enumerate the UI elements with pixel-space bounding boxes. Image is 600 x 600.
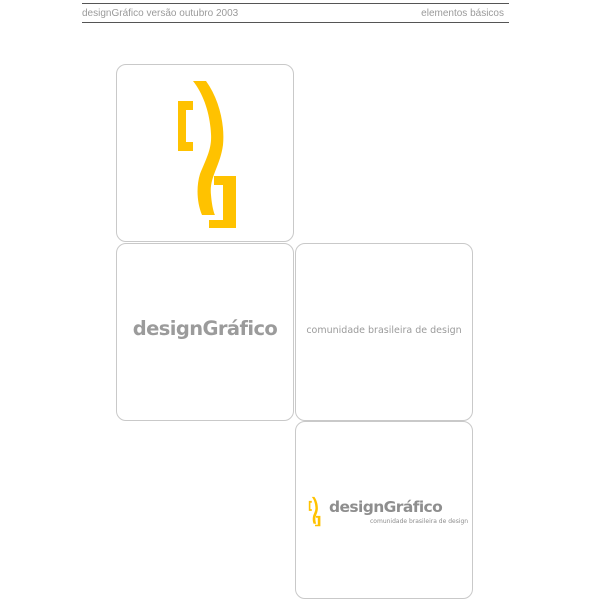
header-title: designGráfico versão outubro 2003 — [82, 8, 239, 19]
header-section: elementos básicos — [421, 8, 504, 19]
wordmark: designGráfico — [132, 317, 278, 340]
combined-logo-tagline: comunidade brasileira de design — [370, 518, 469, 525]
tagline-card: comunidade brasileira de design — [295, 243, 473, 421]
tagline: comunidade brasileira de design — [306, 325, 462, 336]
page-header: designGráfico versão outubro 2003 elemen… — [82, 0, 509, 24]
combined-logo: designGráfico comunidade brasileira de d… — [307, 495, 469, 529]
combined-logo-card: designGráfico comunidade brasileira de d… — [295, 421, 473, 599]
combined-logo-wordmark: designGráfico — [329, 498, 443, 516]
dg-monogram-small-icon — [308, 496, 321, 527]
symbol-card — [116, 64, 294, 242]
dg-monogram-icon — [178, 81, 236, 228]
wordmark-card: designGráfico — [116, 243, 294, 421]
header-bottom-rule — [82, 22, 509, 23]
header-top-rule — [82, 3, 509, 4]
